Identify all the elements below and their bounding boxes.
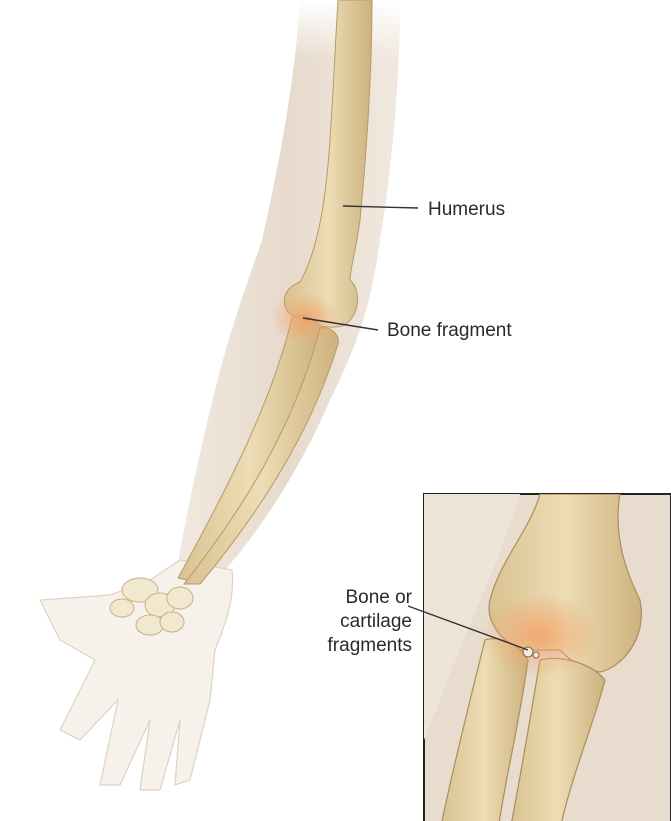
inset-label-line-3: fragments xyxy=(312,634,412,658)
humerus-label: Humerus xyxy=(428,198,505,222)
inset-label-line-2: cartilage xyxy=(312,610,412,634)
bone-cartilage-fragments-label: Bone or cartilage fragments xyxy=(312,586,412,658)
arm-skin xyxy=(40,0,430,790)
elbow-detail-inset xyxy=(424,494,671,821)
inset-label-line-1: Bone or xyxy=(312,586,412,610)
bone-fragment-label: Bone fragment xyxy=(387,319,512,343)
